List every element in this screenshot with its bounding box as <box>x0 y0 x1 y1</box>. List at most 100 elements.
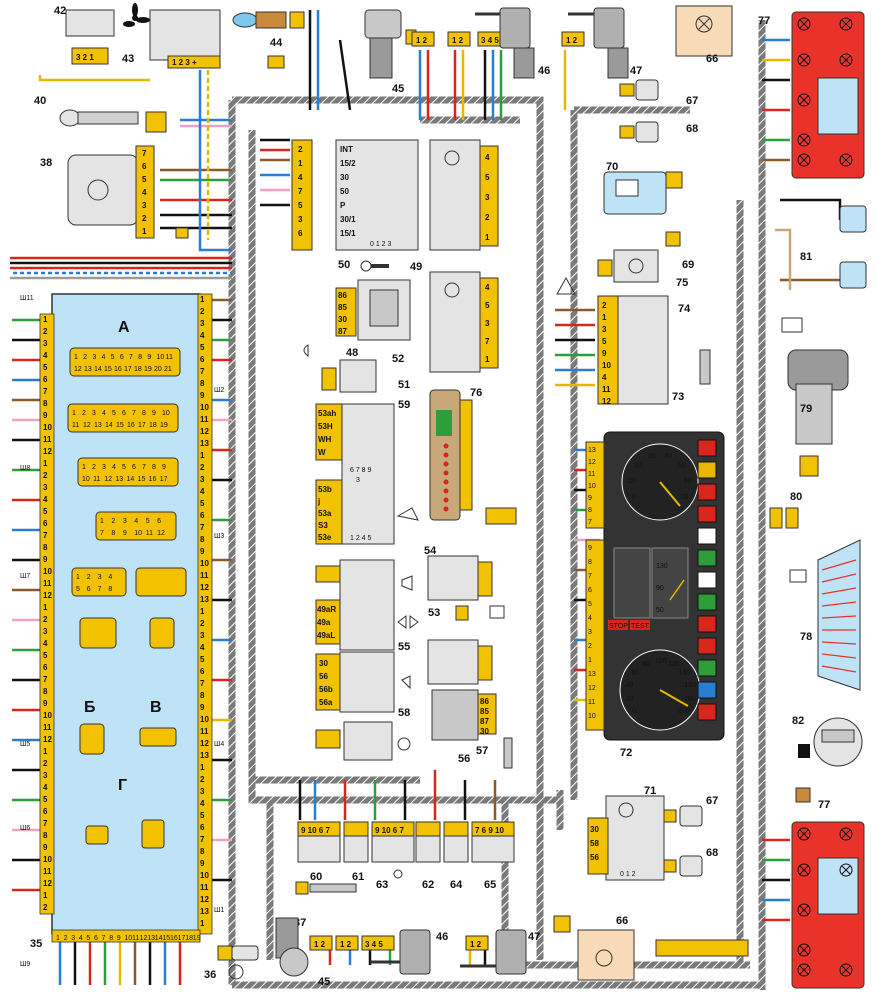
panel74-pin: 9 <box>602 349 607 358</box>
fuse-left-pin: 1 <box>43 459 48 468</box>
label-79: 79 <box>800 403 812 415</box>
label-55: 55 <box>398 641 410 653</box>
conn-42-pins: 3 2 1 <box>76 53 94 62</box>
label-67-top: 67 <box>686 95 698 107</box>
sensor-44: 44 <box>232 11 305 69</box>
label-59: 59 <box>398 399 410 411</box>
block-letter-b: Б <box>84 699 96 716</box>
fuse-bottom-pin: 3 <box>71 935 75 942</box>
fuse-left-pin: 3 <box>43 339 48 348</box>
cluster-pin: 4 <box>588 615 592 622</box>
switch-65: 7 6 9 10 65 <box>471 821 515 891</box>
fuse-right-pin: 9 <box>200 859 205 868</box>
wiper-terminal: W <box>318 448 326 457</box>
fuse-bottom-pin: 9 <box>117 935 121 942</box>
motor-45-bottom: 45 <box>275 917 330 988</box>
label-67-bottom: 67 <box>706 795 718 807</box>
cluster-indicator <box>697 703 717 721</box>
fuse-bottom-pin: 6 <box>94 935 98 942</box>
block-pin: 2 <box>87 574 91 581</box>
sw65-pins: 7 6 9 10 <box>475 826 504 835</box>
fuse-left-pin: 8 <box>43 831 48 840</box>
conn-345-top: 3 4 5 <box>481 36 499 45</box>
label-71: 71 <box>644 785 656 797</box>
connector-80: 80 <box>769 491 802 529</box>
module-led <box>443 497 449 503</box>
conn-38-pin: 4 <box>142 188 147 197</box>
fuse-connector-label: Ш8 <box>20 465 30 472</box>
fuse-right-pin: 12 <box>200 895 209 904</box>
fuse-left-pin: 5 <box>43 795 48 804</box>
fuse-left-pin: 11 <box>43 579 52 588</box>
block-pin: 9 <box>123 530 127 537</box>
cluster-indicator <box>697 571 717 589</box>
fuse-left-pin: 7 <box>43 819 48 828</box>
label-64: 64 <box>450 879 463 891</box>
fuse-bottom-pin: 7 <box>102 935 106 942</box>
fan-icon <box>123 3 150 27</box>
block-pin: 19 <box>160 422 168 429</box>
speedo-tick-label: 80 <box>642 661 650 668</box>
block-pin: 8 <box>108 586 112 593</box>
sensor-37: 37 <box>294 881 357 929</box>
label-76: 76 <box>470 387 482 399</box>
fuse-right-pin: 5 <box>200 343 205 352</box>
fuse-left-pin: 2 <box>43 327 48 336</box>
fuse-right-pin: 4 <box>200 331 205 340</box>
cluster-pin: 10 <box>588 483 596 490</box>
block-pin: 17 <box>138 422 146 429</box>
cluster-indicator <box>697 637 717 655</box>
fuse-right-pin: 8 <box>200 535 205 544</box>
module-led <box>443 452 449 458</box>
fuse-connector-label: Ш3 <box>214 533 224 540</box>
cluster-indicator <box>697 483 717 501</box>
relay51-pin: 4 <box>485 283 490 292</box>
switch71-terminal: 30 <box>590 825 599 834</box>
fuse-bottom-pin: 19 <box>193 935 201 942</box>
fuse-left-pin: 1 <box>43 891 48 900</box>
block-letter-a: А <box>118 319 130 336</box>
fuse-left-pin: 10 <box>43 855 52 864</box>
heater-element <box>821 573 857 583</box>
fuse-left-pin: 9 <box>43 411 48 420</box>
fuse-right-pin: 1 <box>200 451 205 460</box>
label-82: 82 <box>792 715 804 727</box>
relay49-pin: 4 <box>485 153 490 162</box>
bulb-filament <box>841 965 851 975</box>
fuse-left-pin: 7 <box>43 675 48 684</box>
cluster-pin: 11 <box>588 471 595 478</box>
cluster-pin: 9 <box>588 545 592 552</box>
speedo-tick-label: 180 <box>684 695 696 702</box>
fuse-bottom-pin: 5 <box>86 935 90 942</box>
label-63: 63 <box>376 879 388 891</box>
light-terminal: 56 <box>319 672 328 681</box>
cluster-indicator <box>697 659 717 677</box>
block-pin: 11 <box>146 530 153 537</box>
fuse-left-pin: 1 <box>43 747 48 756</box>
block-pin: 8 <box>142 410 146 417</box>
fuse-right-pin: 1 <box>200 295 205 304</box>
module-led <box>443 443 449 449</box>
label-57: 57 <box>476 745 488 757</box>
label-78: 78 <box>800 631 812 643</box>
sw63-pins: 9 10 6 7 <box>375 826 404 835</box>
wiper-mid: 3 <box>356 477 360 484</box>
fuse-right-pin: 1 <box>200 763 205 772</box>
fuse-bottom-pin: 16 <box>170 935 178 942</box>
block-pin: 11 <box>72 422 79 429</box>
cluster-indicator <box>697 593 717 611</box>
fuse-bottom-pin: 17 <box>178 935 186 942</box>
resistor-43: 1 2 3 + 43 <box>122 9 221 69</box>
block-pin: 6 <box>120 354 124 361</box>
ignition-terminal: 15/1 <box>340 229 356 238</box>
switch-63: 9 10 6 7 63 <box>371 821 415 891</box>
fuse-right-pin: 12 <box>200 427 209 436</box>
block-pin: 4 <box>134 518 138 525</box>
block-pin: 8 <box>111 530 115 537</box>
fog-light-icon <box>393 869 403 879</box>
bulb-icon <box>797 153 811 167</box>
block-pin: 6 <box>157 518 161 525</box>
switch-62: 62 <box>415 821 441 891</box>
